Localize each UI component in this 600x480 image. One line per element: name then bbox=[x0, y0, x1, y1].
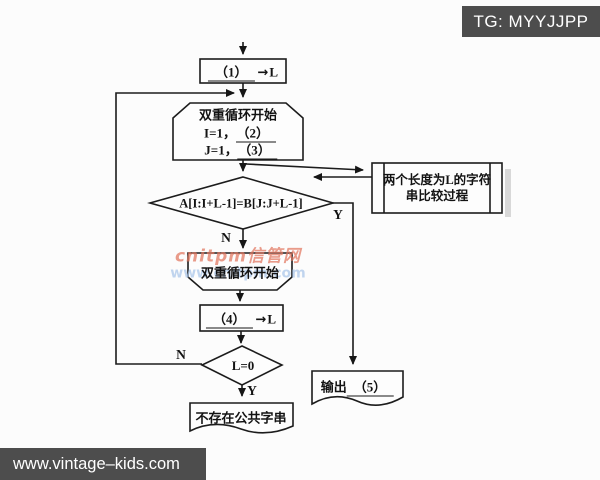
output-document-shape bbox=[311, 370, 404, 406]
loop-end-shape bbox=[187, 252, 293, 291]
output-text: 输出（5） bbox=[320, 377, 394, 397]
zero-decision-diamond bbox=[200, 345, 284, 386]
loop-start-init-i: I=1，（2） bbox=[204, 123, 276, 143]
compare-condition: A[I:I+L-1]=B[J:J+L-1] bbox=[179, 196, 303, 211]
assign-arrow-icon: → bbox=[255, 312, 267, 328]
step4-target: L bbox=[267, 311, 277, 327]
loop-end-title: 双重循环开始 bbox=[200, 265, 280, 281]
zero-yes-label: Y bbox=[247, 383, 257, 398]
init-j-prefix: J=1， bbox=[204, 142, 238, 158]
compare-no-label: N bbox=[221, 230, 231, 245]
site-footer-bar: www.vintage–kids.com bbox=[0, 448, 206, 480]
loop-start-title: 双重循环开始 bbox=[198, 107, 278, 123]
arrow-feedback-loop bbox=[115, 89, 235, 365]
subprocess-line2: 串比较过程 bbox=[405, 189, 469, 203]
zero-condition: L=0 bbox=[231, 358, 255, 373]
step4-blank: （4） bbox=[205, 311, 253, 329]
step1-target: L bbox=[269, 64, 279, 80]
output-prefix: 输出 bbox=[320, 379, 347, 395]
arrow-to-subprocess bbox=[245, 163, 364, 174]
compare-decision-diamond bbox=[147, 176, 336, 230]
process-step4-box bbox=[199, 304, 284, 332]
no-common-text: 不存在公共字串 bbox=[195, 410, 287, 426]
output-blank: （5） bbox=[346, 379, 394, 397]
no-common-document-shape bbox=[189, 402, 294, 434]
subprocess-shadow bbox=[505, 169, 511, 217]
zero-no-label: N bbox=[176, 347, 186, 362]
subprocess-line1: 两个长度为L的字符 bbox=[382, 172, 492, 187]
loop-start-shape bbox=[172, 102, 304, 161]
loop-start-init-j: J=1，（3） bbox=[204, 140, 278, 160]
init-j-blank: （3） bbox=[237, 142, 278, 160]
step1-blank: （1） bbox=[207, 64, 255, 82]
assign-arrow-icon: → bbox=[257, 65, 269, 81]
step1-text: （1）→L bbox=[207, 62, 279, 82]
step4-text: （4）→L bbox=[205, 309, 277, 329]
init-i-prefix: I=1， bbox=[204, 125, 236, 141]
init-i-blank: （2） bbox=[235, 125, 276, 143]
process-step1-box bbox=[199, 58, 287, 84]
tag-badge: TG: MYYJJPP bbox=[462, 6, 600, 37]
subprocess-text: 两个长度为L的字符 串比较过程 bbox=[383, 172, 491, 205]
compare-yes-label: Y bbox=[333, 207, 343, 222]
arrow-yes-to-output bbox=[333, 202, 357, 365]
subprocess-box bbox=[371, 162, 503, 214]
